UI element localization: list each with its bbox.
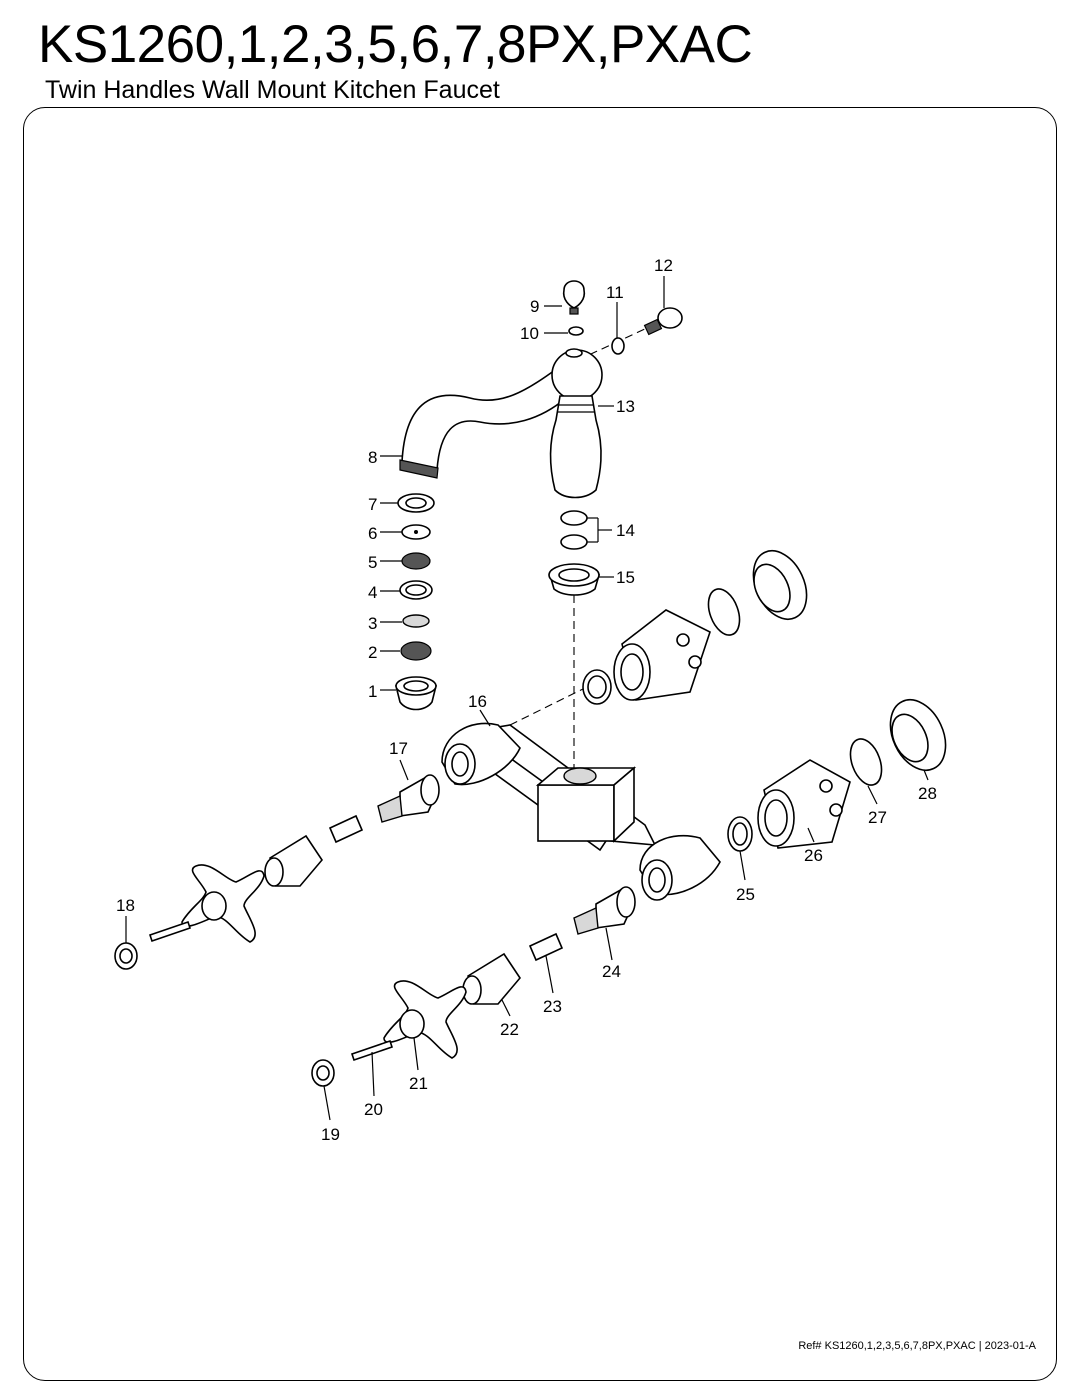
handle-bonnet-left	[264, 834, 323, 887]
callout-4: 4	[368, 583, 377, 602]
callout-5: 5	[368, 553, 377, 572]
callout-20: 20	[364, 1100, 383, 1119]
part-9-cap	[562, 280, 586, 315]
reference-number: Ref# KS1260,1,2,3,5,6,7,8PX,PXAC | 2023-…	[798, 1340, 1036, 1352]
callout-21: 21	[409, 1074, 428, 1093]
page-title: KS1260,1,2,3,5,6,7,8PX,PXAC	[38, 15, 753, 74]
callout-labels: 1 2 3 4 5 6 7 8 9 10 11 12 13 14 15 16 1…	[116, 256, 937, 1144]
part-10-washer	[568, 326, 584, 336]
callout-16: 16	[468, 692, 487, 711]
part-21-cross-handle	[383, 980, 467, 1059]
callout-2: 2	[368, 643, 377, 662]
page-subtitle: Twin Handles Wall Mount Kitchen Faucet	[45, 76, 500, 104]
part-5-screen	[401, 552, 431, 570]
callout-26: 26	[804, 846, 823, 865]
part-2-insert	[400, 641, 432, 661]
screw-left	[148, 920, 192, 943]
stem-adapter-left	[328, 814, 364, 844]
part-27-gasket	[849, 738, 883, 786]
callout-28: 28	[918, 784, 937, 803]
callout-22: 22	[500, 1020, 519, 1039]
part-14-o-rings	[560, 510, 588, 550]
callout-24: 24	[602, 962, 621, 981]
callout-25: 25	[736, 885, 755, 904]
part-3-mesh	[402, 614, 430, 628]
callout-19: 19	[321, 1125, 340, 1144]
part-26-connector-nut	[757, 759, 851, 849]
part-17-cartridge	[377, 774, 440, 823]
callout-11: 11	[606, 283, 624, 302]
callout-8: 8	[368, 448, 377, 467]
aerator-stack	[394, 493, 438, 711]
callout-14: 14	[616, 521, 635, 540]
callout-15: 15	[616, 568, 635, 587]
part-19-index-button	[311, 1059, 335, 1087]
part-22-bonnet	[462, 952, 521, 1005]
callout-18: 18	[116, 896, 135, 915]
part-20-screw	[350, 1039, 394, 1062]
callout-23: 23	[543, 997, 562, 1016]
upper-supply-set	[582, 550, 808, 705]
part-15-washer	[548, 563, 601, 596]
callout-17: 17	[389, 739, 408, 758]
part-11-o-ring	[611, 337, 625, 355]
callout-1: 1	[368, 682, 377, 701]
callout-10: 10	[520, 324, 539, 343]
part-28-flange	[889, 699, 947, 771]
part-1-aerator-housing	[394, 676, 438, 711]
part-24-cartridge	[573, 886, 636, 935]
diagram-frame	[23, 107, 1057, 1381]
part-13-body	[549, 348, 603, 499]
callout-9: 9	[530, 297, 539, 316]
callout-13: 13	[616, 397, 635, 416]
callout-12: 12	[654, 256, 673, 275]
cross-handle-left	[181, 864, 265, 943]
callout-3: 3	[368, 614, 377, 633]
part-8-spout	[399, 368, 567, 479]
part-23-stem-adapter	[528, 932, 564, 962]
callout-27: 27	[868, 808, 887, 827]
callout-7: 7	[368, 495, 377, 514]
leader-lines	[125, 276, 929, 1121]
part-18-index-button	[114, 942, 138, 970]
part-25-o-ring	[727, 816, 753, 852]
part-16-faucet-body	[441, 722, 721, 901]
callout-6: 6	[368, 524, 377, 543]
part-12-end-cap	[643, 307, 683, 336]
